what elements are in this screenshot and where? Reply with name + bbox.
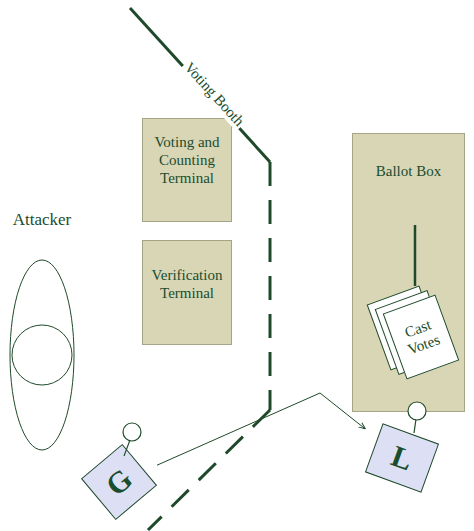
ballot-box: Ballot BoxCast Votes [352,133,465,412]
ballot-slot [414,225,417,286]
figure-heading: Attacker [2,210,82,230]
card-letter: G [99,461,139,502]
attacker-body [10,260,74,450]
terminal-box: Verification Terminal [142,240,232,345]
terminal-box: Voting and Counting Terminal [142,118,232,222]
flow-arrow [157,393,365,465]
id-card: L [365,423,439,492]
node-text: Verification Terminal [147,266,227,302]
badge-clip [124,440,130,456]
badge-clip [123,423,141,441]
booth-wall [269,162,272,410]
attacker-head [12,325,72,385]
attacker-figure: Attacker [2,232,82,454]
badge-clip [408,402,426,420]
booth-label: Voting Booth [179,57,248,131]
id-card: G [81,444,157,520]
booth-wall [130,8,270,162]
booth-wall [148,410,270,530]
card-letter: L [387,439,417,478]
badge-clip [414,419,416,433]
attacker-outline [2,232,82,454]
node-text: Cast Votes [390,312,452,362]
cast-votes-paper: Cast Votes [383,295,460,380]
node-text: Ballot Box [357,162,460,180]
node-text: Voting and Counting Terminal [147,133,227,187]
